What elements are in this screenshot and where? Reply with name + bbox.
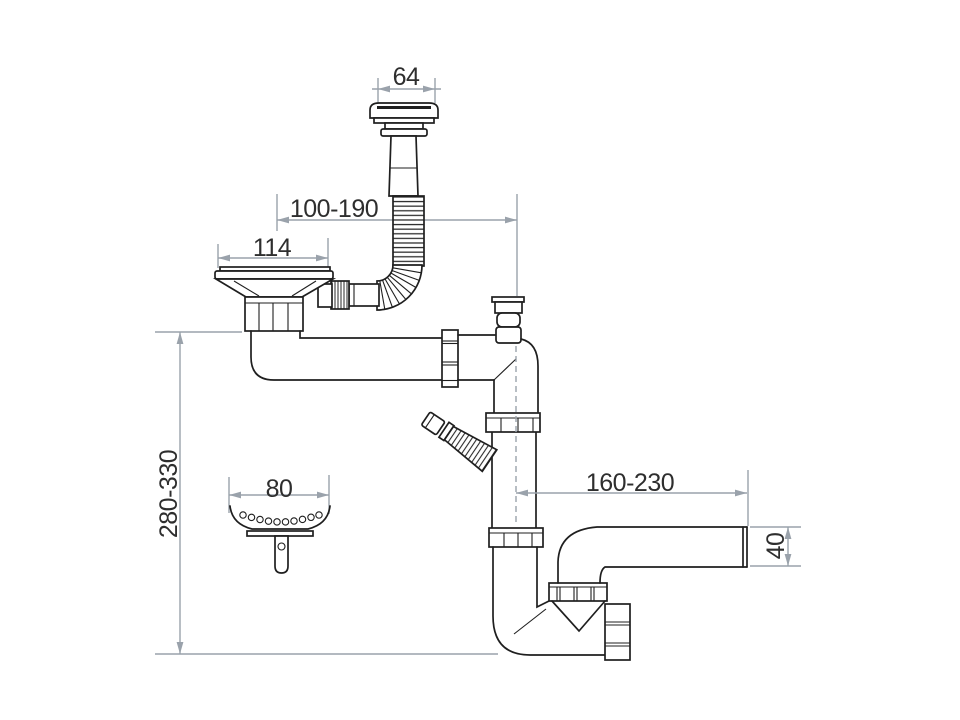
dim-label-horizontal-reach: 100-190 bbox=[290, 195, 378, 223]
tee-inlet-nut bbox=[441, 329, 459, 388]
dimension-160-230 bbox=[516, 470, 749, 526]
trap-elbow bbox=[492, 546, 606, 656]
strainer-outlet-pipe bbox=[250, 330, 443, 381]
tee-body bbox=[457, 296, 539, 414]
cleanout-nut bbox=[604, 603, 631, 661]
branch-nut-lower bbox=[488, 527, 544, 548]
outlet-pipe bbox=[557, 526, 748, 584]
trap-funnel bbox=[548, 582, 608, 633]
dim-label-basket-width: 80 bbox=[266, 475, 293, 503]
dimension-labels: 64 100-190 114 280-330 80 160-230 40 bbox=[155, 63, 790, 559]
basket-scallops bbox=[239, 511, 323, 526]
standpipe bbox=[491, 431, 537, 529]
dim-label-vertical-reach: 280-330 bbox=[155, 450, 183, 538]
dim-label-outlet-diameter: 40 bbox=[762, 533, 790, 560]
basket-strainer-insert bbox=[229, 505, 331, 574]
branch-nut-upper bbox=[485, 412, 541, 433]
bend-ribs bbox=[379, 267, 422, 310]
dim-label-cap-width: 64 bbox=[393, 63, 420, 91]
sink-strainer bbox=[212, 266, 337, 332]
dim-label-outlet-reach: 160-230 bbox=[586, 469, 674, 497]
drain-cap-assembly bbox=[369, 102, 439, 197]
dim-label-strainer-width: 114 bbox=[253, 234, 292, 262]
corrugated-overflow-pipe bbox=[330, 195, 425, 311]
dishwasher-connector bbox=[421, 411, 499, 473]
